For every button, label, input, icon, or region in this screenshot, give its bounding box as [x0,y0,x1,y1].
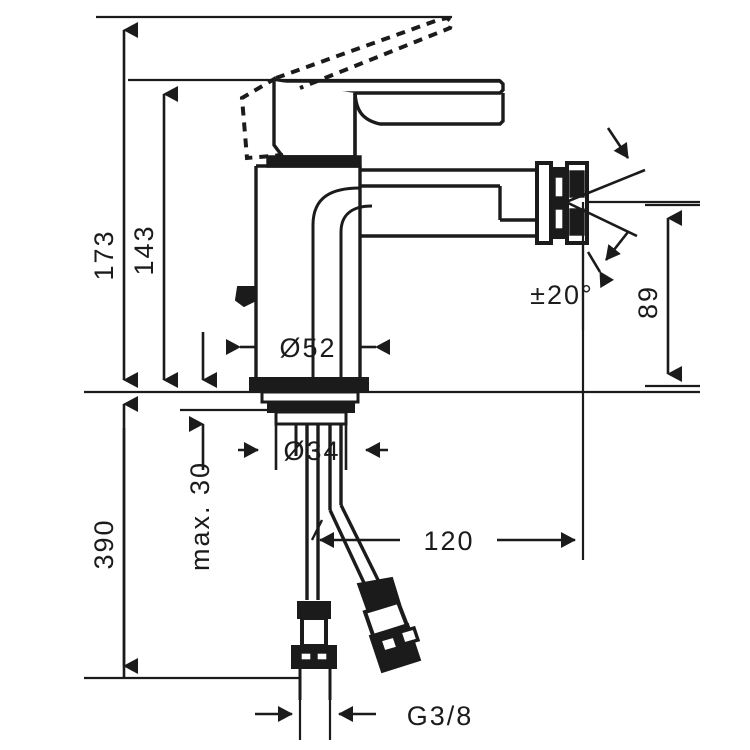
hose-fitting-angled [356,576,422,674]
faucet-body-outline [234,15,589,700]
spout-inner-waterway [311,186,373,382]
dimension-thread [255,678,376,740]
dimension-label-390: 390 [89,518,119,569]
angle-leader-lower [565,200,638,238]
angle-leader-upper [565,168,646,204]
dimension-diameter-34 [238,424,388,470]
spout [360,168,539,238]
dimension-label-89: 89 [633,285,663,319]
lever-handle [271,79,505,159]
lever-handle-raised-dashed [239,15,455,161]
popup-waste-lever [234,286,257,308]
dimension-label-diameter-52: Ø52 [279,333,336,363]
dimension-label-max30: max. 30 [185,461,215,571]
dimension-label-swivel-angle: ±20° [530,280,594,310]
dimension-label-173: 173 [89,229,119,280]
base-escutcheon [249,377,369,426]
dimension-label-120: 120 [423,526,474,556]
angle-arrow-upper [606,127,630,159]
dimension-label-thread: G3/8 [407,701,474,731]
angle-pointer [586,251,615,289]
supply-hoses [305,424,388,601]
aerator-head [535,161,589,245]
dimension-swivel-angle [565,127,646,330]
dimension-label-143: 143 [129,224,159,275]
dimension-label-diameter-34: Ø34 [283,436,340,466]
dim-120-leader [310,519,324,541]
dimension-diameter-52 [226,330,390,380]
hose-fitting-vertical [291,601,337,700]
dimension-89 [645,203,700,388]
angle-arrow-lower [604,231,630,261]
dimension-120 [310,519,576,548]
